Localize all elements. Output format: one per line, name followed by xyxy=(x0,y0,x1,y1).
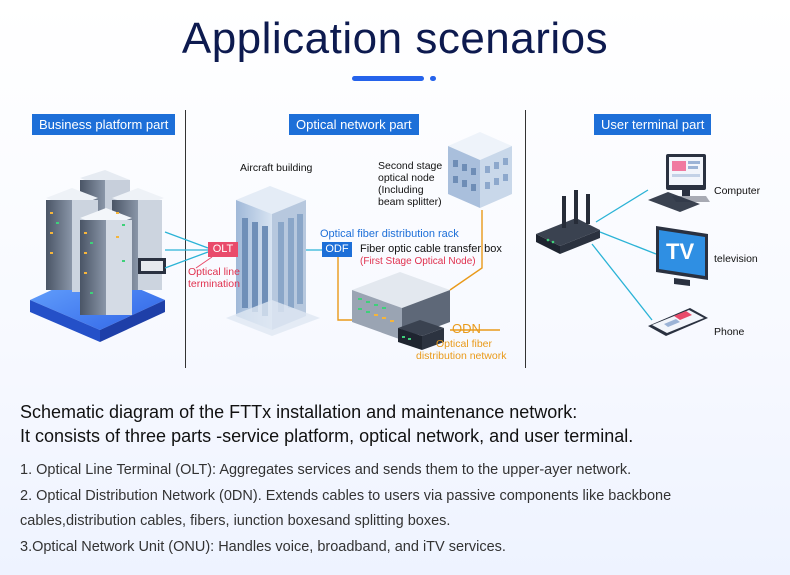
server-cluster-icon xyxy=(30,170,166,342)
label-distribution-rack: Optical fiber distribution rack xyxy=(320,228,459,240)
diagram-heading: Schematic diagram of the FTTx installati… xyxy=(20,400,780,448)
label-computer: Computer xyxy=(714,185,761,197)
title-underline xyxy=(352,76,424,81)
label-odn-desc-2: distribution network xyxy=(416,350,507,362)
description-2-cont: cables,distribution cables, fibers, iunc… xyxy=(20,513,451,529)
label-odn-desc-1: Optical fiber xyxy=(436,338,493,350)
description-2: 2. Optical Distribution Network (0DN). E… xyxy=(20,488,672,504)
heading-line-1: Schematic diagram of the FTTx installati… xyxy=(20,402,578,422)
label-phone: Phone xyxy=(714,326,745,338)
section-label-business: Business platform part xyxy=(32,114,176,135)
label-second-stage-2: optical node xyxy=(378,172,435,184)
distribution-box-icon xyxy=(398,320,444,350)
label-second-stage-4: beam splitter) xyxy=(378,196,442,208)
label-odn: ODN xyxy=(452,321,481,336)
fttx-diagram xyxy=(30,132,710,350)
label-termination-1: Optical line xyxy=(188,266,240,278)
label-second-stage-3: (Including xyxy=(378,184,424,196)
label-second-stage-1: Second stage xyxy=(378,160,443,172)
tv-screen-text: TV xyxy=(666,239,695,264)
page-title: Application scenarios xyxy=(181,14,609,63)
second-stage-node-building-icon xyxy=(448,132,512,208)
label-transfer-box: Fiber optic cable transfer box xyxy=(360,243,502,255)
label-first-stage-node: (First Stage Optical Node) xyxy=(360,256,476,267)
label-aircraft-building: Aircraft building xyxy=(240,162,313,174)
description-3: 3.Optical Network Unit (ONU): Handles vo… xyxy=(20,539,506,555)
divider-right xyxy=(525,110,526,368)
title-underline-dot xyxy=(430,76,436,81)
section-label-optical: Optical network part xyxy=(289,114,419,135)
computer-icon xyxy=(648,154,710,212)
description-1: 1. Optical Line Terminal (OLT): Aggregat… xyxy=(20,462,632,478)
label-termination-2: termination xyxy=(188,278,240,290)
olt-tag: OLT xyxy=(208,242,238,257)
router-icon xyxy=(536,190,600,254)
heading-line-2: It consists of three parts -service plat… xyxy=(20,426,634,446)
section-label-user: User terminal part xyxy=(594,114,712,135)
odf-tag: ODF xyxy=(322,242,352,257)
phone-icon xyxy=(648,308,708,336)
label-television: television xyxy=(714,253,758,265)
aircraft-building-icon xyxy=(226,186,320,336)
television-icon xyxy=(656,226,708,286)
